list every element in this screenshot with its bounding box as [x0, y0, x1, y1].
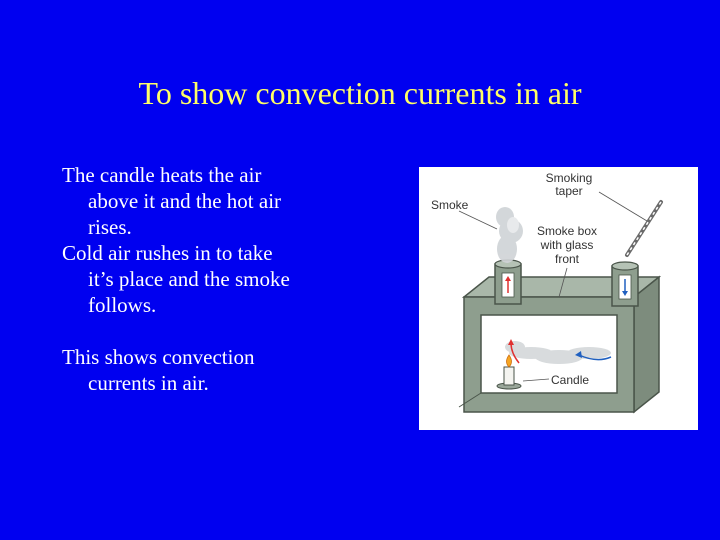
bullet-line: follows.: [88, 293, 157, 317]
bullet-line: Cold air rushes in to take: [62, 241, 273, 265]
bullet-conclusion: This shows convection currents in air.: [62, 344, 362, 396]
label-smoking-taper-line1: Smoking: [546, 171, 593, 185]
hot-air-rise-arrowhead: [508, 339, 514, 345]
candle: [496, 354, 522, 390]
slide-title: To show convection currents in air: [138, 75, 582, 111]
bullet-line: currents in air.: [88, 371, 209, 395]
bullet-cold-air: Cold air rushes in to take it’s place an…: [62, 240, 362, 318]
cold-air-flow-arrow: [578, 354, 612, 361]
bullet-line: above it and the hot air: [88, 189, 282, 213]
bullet-line: rises.: [88, 215, 132, 239]
taper-stripes: [626, 201, 662, 256]
cold-air-down-arrowhead: [622, 291, 628, 296]
convection-diagram-svg: Smoke Smoking taper Smoke box with glass…: [431, 171, 663, 414]
bullet-candle-heats: The candle heats the air above it and th…: [62, 162, 362, 240]
leader-lines: [458, 191, 648, 382]
label-smoke-box-line2: with glass: [540, 238, 594, 252]
candle-wax: [503, 366, 515, 386]
spacer: [62, 318, 362, 344]
label-smoking-taper-line2: taper: [555, 184, 582, 198]
smoking-taper: [625, 200, 663, 257]
rising-smoke: [496, 207, 523, 263]
right-chimney: [611, 261, 639, 307]
label-smoke-box-line3: front: [555, 252, 580, 266]
label-smoke-box-line1: Smoke box: [537, 224, 597, 238]
label-smoke: Smoke: [431, 198, 469, 212]
bullet-line: The candle heats the air: [62, 163, 262, 187]
bullet-line: it’s place and the smoke: [88, 267, 290, 291]
convection-diagram: Smoke Smoking taper Smoke box with glass…: [419, 167, 698, 430]
bullet-line: This shows convection: [62, 345, 255, 369]
glass-edge: [458, 392, 482, 408]
hot-air-up-arrowhead: [505, 276, 511, 281]
cold-air-flow-arrowhead: [575, 351, 582, 358]
left-chimney: [494, 259, 522, 305]
bullet-list: The candle heats the air above it and th…: [62, 162, 362, 396]
label-candle: Candle: [551, 373, 589, 387]
candle-flame: [506, 354, 512, 368]
right-chimney-top: [611, 261, 639, 271]
